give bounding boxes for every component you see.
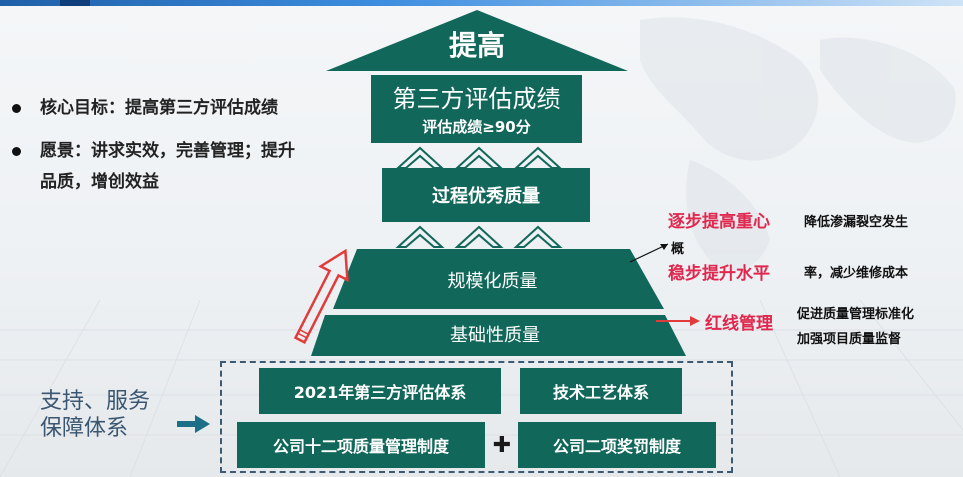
gradual-note-line2: 概 (671, 242, 685, 257)
core-goal-label: 核心目标： (40, 98, 125, 118)
top-box-subtitle: 评估成绩≥90分 (422, 117, 531, 136)
chevrons-lower (395, 225, 563, 248)
support-box-assessment: 2021年第三方评估体系 (259, 368, 501, 414)
vision-line1: 讲求实效，完善管理；提升 (91, 141, 295, 161)
support-text: 支持、服务 保障体系 (40, 388, 150, 442)
red-up-arrow (293, 248, 349, 344)
steady-label: 稳步提升水平 (668, 264, 770, 284)
support-line1: 支持、服务 (40, 389, 151, 414)
top-box: 第三方评估成绩 评估成绩≥90分 (371, 75, 582, 143)
chevrons-upper (395, 146, 563, 169)
support-line2: 保障体系 (40, 416, 129, 441)
redline-note-line2: 加强项目质量监督 (797, 332, 902, 347)
vision-line2: 品质，增创效益 (40, 172, 159, 192)
core-goal: 核心目标：提高第三方评估成绩 (40, 94, 278, 122)
vision-bullet (12, 147, 21, 156)
vision: 愿景：讲求实效，完善管理；提升 品质，增创效益 (40, 137, 375, 196)
level1-trapezoid (311, 315, 686, 356)
top-accent-tab (60, 0, 90, 6)
vision-label: 愿景： (40, 141, 91, 161)
core-goal-value: 提高第三方评估成绩 (125, 98, 278, 118)
steady-note: 率，减少维修成本 (804, 266, 909, 281)
top-accent-bar (0, 0, 963, 6)
level3-box: 过程优秀质量 (382, 168, 590, 222)
support-box-rewards: 公司二项奖罚制度 (518, 422, 716, 468)
level2-label: 规模化质量 (447, 271, 538, 292)
support-box-tech: 技术工艺体系 (520, 368, 682, 414)
gradual-note-line1: 降低渗漏裂空发生 (804, 215, 909, 230)
goal-bullet (12, 104, 21, 113)
level2-trapezoid (333, 249, 664, 309)
gradual-label: 逐步提高重心 (668, 212, 770, 232)
level1-label: 基础性质量 (450, 325, 540, 346)
arrow-to-gradual (629, 243, 669, 263)
plus-icon: ✚ (492, 432, 512, 458)
support-arrow (177, 415, 210, 433)
top-box-title: 第三方评估成绩 (392, 84, 561, 113)
roof-label: 提高 (448, 29, 505, 62)
redline-note-line1: 促进质量管理标准化 (797, 307, 915, 322)
roof-triangle (326, 10, 628, 71)
support-system-box (220, 361, 733, 473)
support-box-management: 公司十二项质量管理制度 (237, 422, 485, 468)
redline-label: 红线管理 (705, 314, 773, 334)
